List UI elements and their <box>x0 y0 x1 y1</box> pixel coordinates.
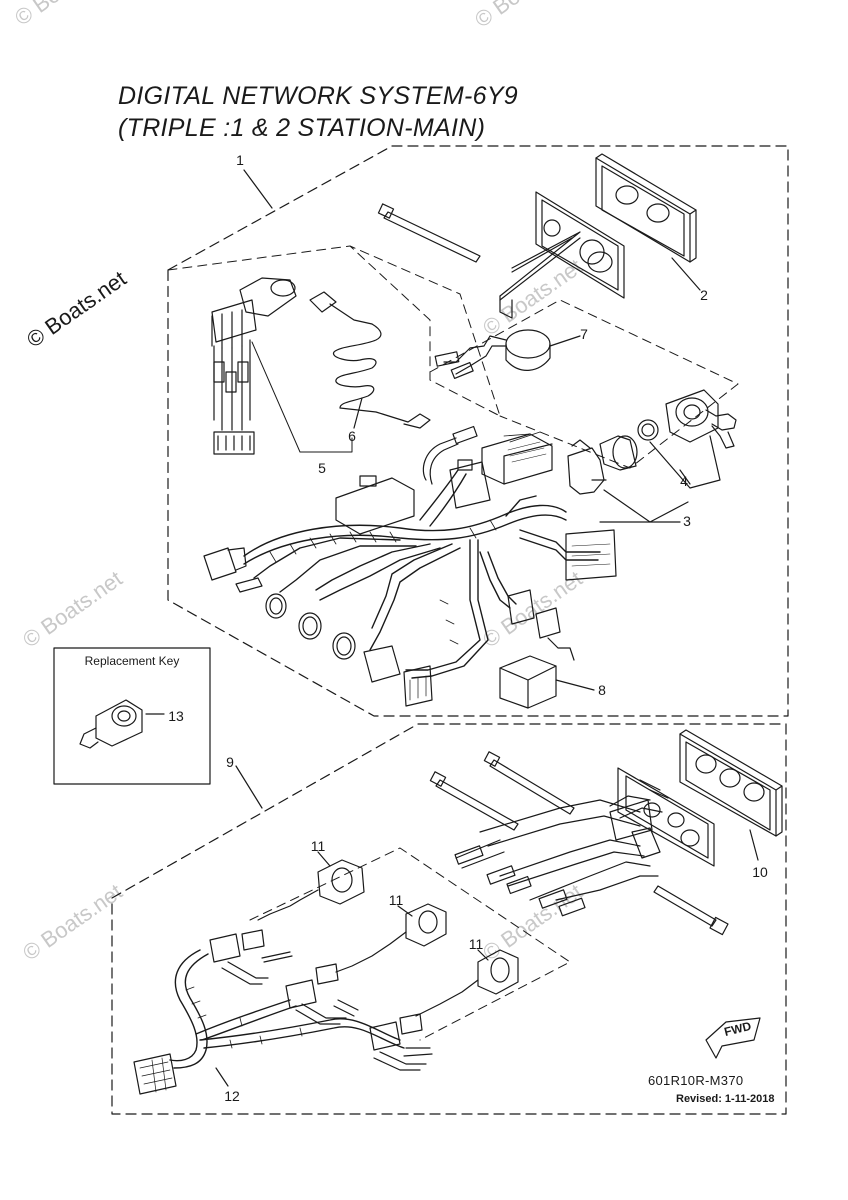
callout-1: 1 <box>236 152 244 168</box>
revision-date: Revised: 1-11-2018 <box>676 1093 775 1105</box>
connector-block-c <box>335 475 415 535</box>
lower-harness-wires <box>454 779 669 917</box>
subassembly-boundary <box>167 245 501 417</box>
connector-block-a <box>481 431 553 485</box>
callout-13: 13 <box>168 708 184 724</box>
replacement-key-box <box>53 647 211 785</box>
replacement-key-part-13 <box>79 699 143 749</box>
connector-part-11b <box>335 903 447 973</box>
main-harness <box>243 469 601 679</box>
connector-block-b <box>449 459 491 509</box>
panel-part-10 <box>617 729 783 867</box>
assembly-1-boundary <box>167 145 789 717</box>
diagram-title: DIGITAL NETWORK SYSTEM-6Y9 <box>118 82 518 110</box>
lanyard-part-6 <box>309 291 431 429</box>
ignition-part-3 <box>567 435 638 495</box>
switch-part-5 <box>211 277 297 455</box>
callout-11-upper: 11 <box>310 838 326 854</box>
cable-ties-lower <box>429 751 729 936</box>
callout-5: 5 <box>318 460 326 476</box>
callout-12: 12 <box>224 1088 240 1104</box>
key-switch-part-4 <box>637 389 737 449</box>
callout-7: 7 <box>580 326 588 342</box>
relay-part-8 <box>499 607 575 709</box>
callout-9: 9 <box>226 754 234 770</box>
connector-part-11a <box>257 859 365 921</box>
callout-4: 4 <box>680 473 688 489</box>
callout-11-lower: 11 <box>468 936 484 952</box>
assembly-9-boundary <box>111 723 787 1115</box>
cable-tie-upper <box>377 203 481 263</box>
replacement-key-label: Replacement Key <box>84 654 180 668</box>
fwd-arrow-icon <box>705 1017 761 1059</box>
diagram-code: 601R10R-M370 <box>648 1073 744 1088</box>
connector-part-11c <box>415 949 519 1017</box>
callout-6: 6 <box>348 428 356 444</box>
lower-harness-part-12 <box>169 949 405 1069</box>
callout-10: 10 <box>752 864 768 880</box>
callout-2: 2 <box>700 287 708 303</box>
callout-8: 8 <box>598 682 606 698</box>
lower-plugs <box>133 929 433 1095</box>
diagram-subtitle: (TRIPLE :1 & 2 STATION-MAIN) <box>118 114 486 142</box>
callout-11-middle: 11 <box>388 892 404 908</box>
callout-3: 3 <box>683 513 691 529</box>
buzzer-part-7 <box>434 329 551 379</box>
harness-plugs <box>203 529 617 707</box>
panel-part-2 <box>499 153 697 319</box>
